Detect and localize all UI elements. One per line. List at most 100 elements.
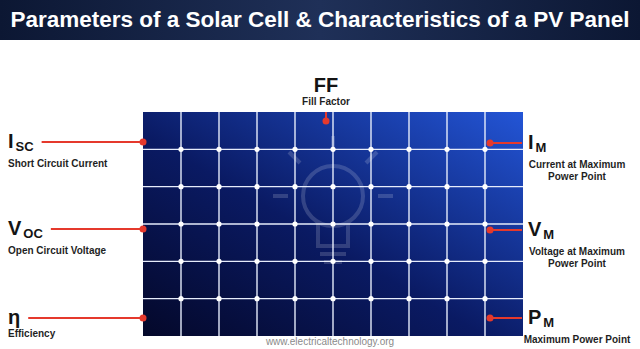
cell-corner-dot (178, 259, 183, 264)
parameter-symbol: η (8, 306, 138, 328)
bulb-watermark (273, 136, 393, 262)
parameter-name: Efficiency (8, 328, 138, 340)
parameter-group: VMVoltage at Maximum Power Point (520, 218, 634, 270)
cell-corner-dot (330, 184, 335, 189)
symbol-text: M (536, 140, 547, 155)
leader-dot (140, 226, 147, 233)
cell-corner-dot (406, 259, 411, 264)
cell-gap (143, 261, 523, 262)
bulb-ray (289, 152, 300, 163)
bulb-base (320, 252, 346, 256)
parameter-name: Fill Factor (266, 96, 386, 108)
symbol-text: V (8, 217, 21, 239)
parameter-symbol: FF (266, 74, 386, 96)
parameter-name: Open Circuit Voltage (8, 245, 138, 257)
cell-corner-dot (254, 221, 259, 226)
parameter-symbol: IM (520, 131, 634, 159)
parameter-symbol: VM (520, 218, 634, 246)
cell-corner-dot (178, 296, 183, 301)
symbol-text: M (543, 227, 554, 242)
cell-corner-dot (178, 221, 183, 226)
bulb-ray (378, 194, 393, 198)
cell-corner-dot (216, 184, 221, 189)
leader-dot (487, 140, 494, 147)
cell-corner-dot (292, 184, 297, 189)
cell-corner-dot (368, 259, 373, 264)
symbol-text: M (543, 315, 554, 330)
parameter-group: VOCOpen Circuit Voltage (8, 217, 138, 257)
bulb-ray (366, 152, 377, 163)
symbol-text: η (8, 306, 20, 328)
cell-corner-dot (178, 184, 183, 189)
title-bar (0, 0, 640, 40)
parameter-group: IMCurrent at Maximum Power Point (520, 131, 634, 183)
leader-line (28, 317, 143, 319)
parameter-name: Maximum Power Point (520, 334, 634, 346)
title-text: Parameters of a Solar Cell & Characteris… (10, 7, 629, 33)
leader-line (42, 141, 143, 143)
symbol-text: I (528, 131, 534, 153)
parameter-symbol: ISC (8, 130, 138, 158)
cell-corner-dot (292, 221, 297, 226)
cell-corner-dot (254, 296, 259, 301)
symbol-text: V (528, 218, 541, 240)
cell-corner-dot (216, 221, 221, 226)
solar-panel (143, 112, 523, 336)
cell-corner-dot (368, 221, 373, 226)
cell-corner-dot (292, 296, 297, 301)
cell-corner-dot (254, 184, 259, 189)
symbol-text: SC (16, 139, 34, 154)
leader-line (51, 228, 143, 230)
bulb-glass (303, 166, 363, 226)
cell-corner-dot (292, 259, 297, 264)
parameter-symbol: VOC (8, 217, 138, 245)
leader-dot (140, 315, 147, 322)
cell-corner-dot (406, 147, 411, 152)
cell-corner-dot (216, 296, 221, 301)
bulb-neck (318, 222, 348, 246)
parameter-symbol: PM (520, 306, 634, 334)
parameter-name: Current at Maximum Power Point (520, 159, 634, 183)
bulb-ray (273, 194, 288, 198)
cell-corner-dot (482, 147, 487, 152)
cell-corner-dot (482, 296, 487, 301)
leader-line (490, 142, 522, 144)
cell-corner-dot (216, 259, 221, 264)
symbol-text: OC (23, 226, 43, 241)
cell-corner-dot (444, 296, 449, 301)
cell-corner-dot (254, 147, 259, 152)
cell-corner-dot (444, 147, 449, 152)
leader-dot (487, 315, 494, 322)
cell-corner-dot (482, 221, 487, 226)
cell-corner-dot (406, 184, 411, 189)
cell-corner-dot (368, 184, 373, 189)
leader-line (490, 229, 522, 231)
symbol-text: I (8, 130, 14, 152)
bulb-ray (331, 136, 335, 151)
parameter-name: Short Circuit Current (8, 158, 138, 170)
cell-corner-dot (368, 296, 373, 301)
cell-corner-dot (444, 259, 449, 264)
cell-corner-dot (406, 296, 411, 301)
parameter-group: ηEfficiency (8, 306, 138, 340)
cell-corner-dot (444, 221, 449, 226)
leader-dot (140, 139, 147, 146)
cell-corner-dot (482, 184, 487, 189)
cell-corner-dot (216, 147, 221, 152)
cell-corner-dot (482, 259, 487, 264)
leader-dot (487, 227, 494, 234)
symbol-text: P (528, 306, 541, 328)
panel-body (143, 112, 523, 336)
cell-corner-dot (292, 147, 297, 152)
title-band: Parameters of a Solar Cell & Characteris… (0, 0, 640, 40)
cell-corner-dot (330, 296, 335, 301)
parameter-group: FFFill Factor (266, 74, 386, 108)
cell-corner-dot (406, 221, 411, 226)
parameter-group: ISCShort Circuit Current (8, 130, 138, 170)
cell-corner-dot (178, 147, 183, 152)
cell-corner-dot (254, 259, 259, 264)
parameter-group: PMMaximum Power Point (520, 306, 634, 346)
cell-corner-dot (444, 184, 449, 189)
